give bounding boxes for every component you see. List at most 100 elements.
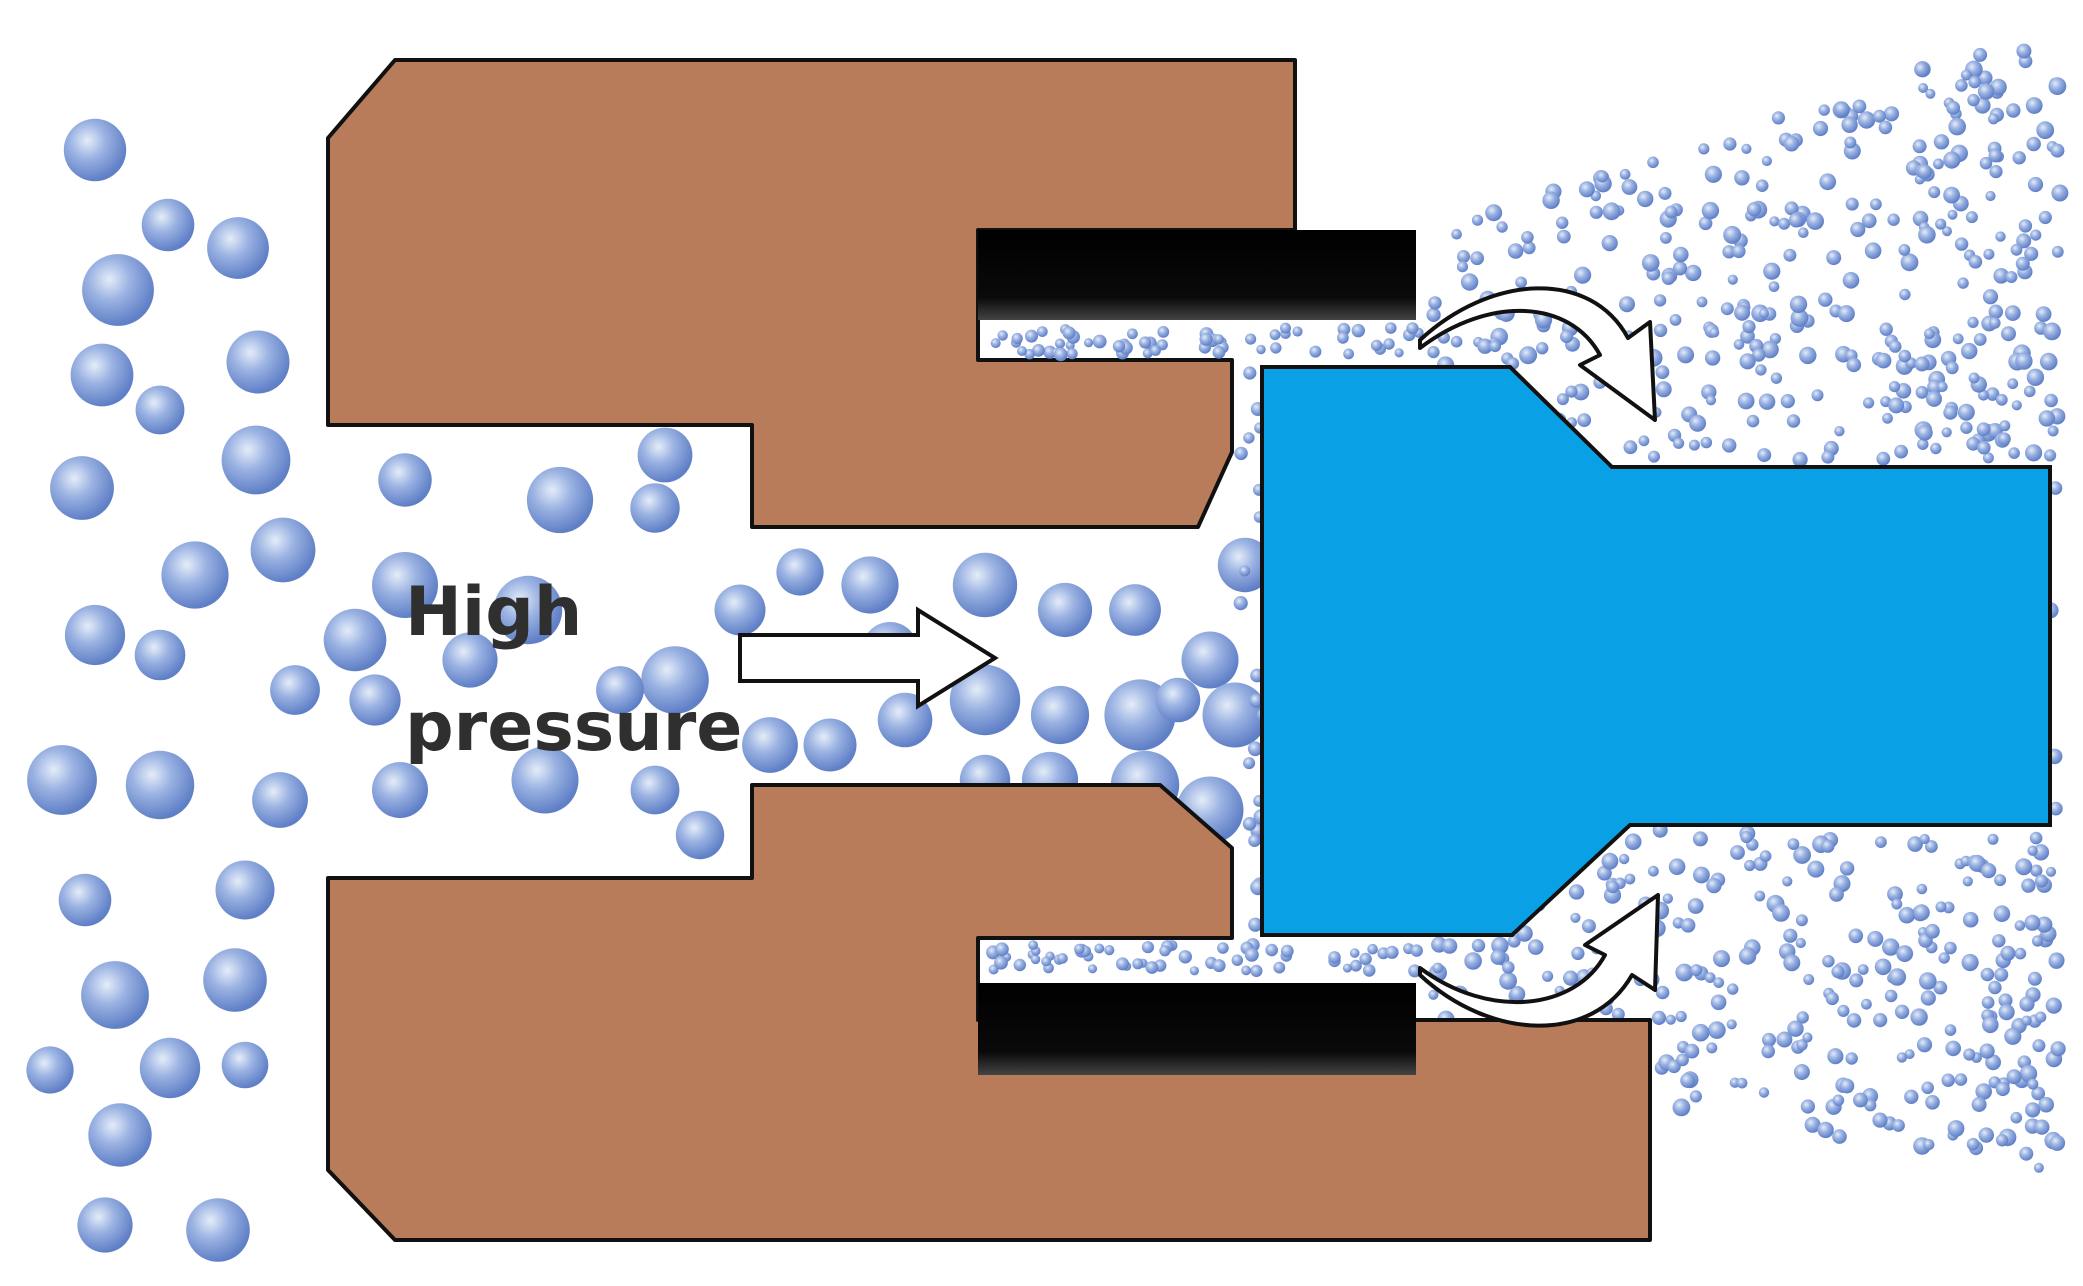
bubble	[1848, 928, 1864, 944]
bubble	[1665, 1014, 1676, 1025]
bubble	[1960, 69, 1972, 81]
bubble	[1727, 983, 1739, 995]
bubble	[1944, 941, 1957, 955]
bubble	[1653, 323, 1668, 338]
bubble	[2027, 845, 2038, 856]
bubble	[1962, 911, 1979, 928]
bubble	[2000, 945, 2016, 961]
bubble	[1647, 156, 1659, 169]
bubble	[1952, 333, 1964, 345]
bubble	[2026, 368, 2045, 386]
bubble	[1832, 1129, 1847, 1144]
bubble	[1894, 444, 1908, 459]
bubble	[1249, 693, 1264, 708]
bubble	[1727, 274, 1738, 285]
bubble	[1935, 218, 1947, 230]
bubble	[1385, 322, 1397, 334]
bubble	[2036, 121, 2055, 140]
bubble	[1876, 451, 1891, 466]
bubble	[1217, 537, 1273, 593]
bubble	[1942, 226, 1952, 237]
bubble	[641, 646, 709, 714]
bubble	[1947, 1120, 1965, 1137]
bubble	[1337, 331, 1349, 344]
bubble	[2025, 1102, 2041, 1118]
bubble	[1925, 88, 1936, 99]
bubble	[1919, 972, 1937, 990]
bubble	[1521, 231, 1534, 244]
bubble	[1827, 1048, 1844, 1065]
bubble	[1704, 165, 1722, 183]
bubble	[1832, 1094, 1845, 1107]
bubble	[1994, 874, 2007, 887]
bubble	[1917, 438, 1929, 450]
bubble	[1839, 861, 1855, 876]
bubble	[1826, 250, 1842, 266]
bubble	[1713, 977, 1725, 988]
bubble	[1292, 326, 1303, 337]
bubble	[1668, 858, 1686, 875]
bubble	[1771, 111, 1785, 125]
bubble	[1995, 1081, 2010, 1097]
bubble	[1066, 348, 1078, 360]
bubble	[1916, 883, 1928, 895]
bubble	[1796, 1039, 1808, 1051]
bubble	[2019, 996, 2035, 1012]
bubble	[1054, 338, 1066, 349]
bubble	[1904, 1049, 1915, 1060]
bubble	[1150, 345, 1161, 356]
bubble	[1888, 397, 1905, 414]
bubble	[1145, 961, 1159, 974]
bubble	[1648, 865, 1659, 877]
bubble	[1841, 116, 1858, 133]
bubble	[1837, 1004, 1850, 1018]
bubble	[349, 674, 401, 726]
bubble	[1739, 353, 1756, 370]
bubble	[1759, 308, 1769, 319]
bubble	[1242, 817, 1257, 831]
bubble	[1861, 998, 1872, 1010]
bubble	[1234, 446, 1248, 461]
bubble	[1502, 961, 1515, 974]
bubble	[1872, 109, 1886, 123]
bubble	[2044, 449, 2057, 462]
bubble	[1793, 1064, 1810, 1080]
bubble	[2030, 229, 2042, 241]
bubble	[1754, 890, 1766, 902]
bubble	[1968, 75, 1981, 89]
bubble	[26, 1046, 74, 1094]
bubble	[1850, 221, 1866, 238]
bubble	[1873, 1013, 1888, 1028]
bubble	[1688, 439, 1700, 451]
bubble	[1834, 426, 1845, 437]
bubble	[2024, 914, 2041, 931]
bubble	[952, 552, 1018, 618]
bubble	[1383, 338, 1395, 350]
bubble	[1239, 565, 1251, 577]
bubble	[1914, 356, 1930, 372]
bubble	[1734, 170, 1750, 186]
bubble	[1783, 928, 1798, 943]
bubble	[2004, 1027, 2022, 1045]
bubble	[1460, 273, 1479, 291]
bubble	[1362, 964, 1376, 977]
bubble	[803, 718, 857, 772]
bubble	[1233, 596, 1248, 611]
bubble	[997, 330, 1008, 341]
bubble	[1795, 937, 1806, 949]
bubble	[1116, 957, 1129, 971]
bubble	[2024, 246, 2039, 261]
bubble	[1280, 944, 1294, 958]
bubble	[1247, 741, 1263, 757]
bubble	[1178, 950, 1193, 964]
bubble	[1231, 954, 1244, 966]
bubble	[1907, 836, 1923, 852]
bubble	[1755, 364, 1767, 376]
bubble	[1471, 938, 1486, 953]
bubble	[1426, 307, 1441, 322]
bubble	[1780, 394, 1795, 409]
bubble	[1328, 951, 1341, 964]
bubble	[1693, 866, 1710, 884]
bubble	[1542, 970, 1554, 982]
